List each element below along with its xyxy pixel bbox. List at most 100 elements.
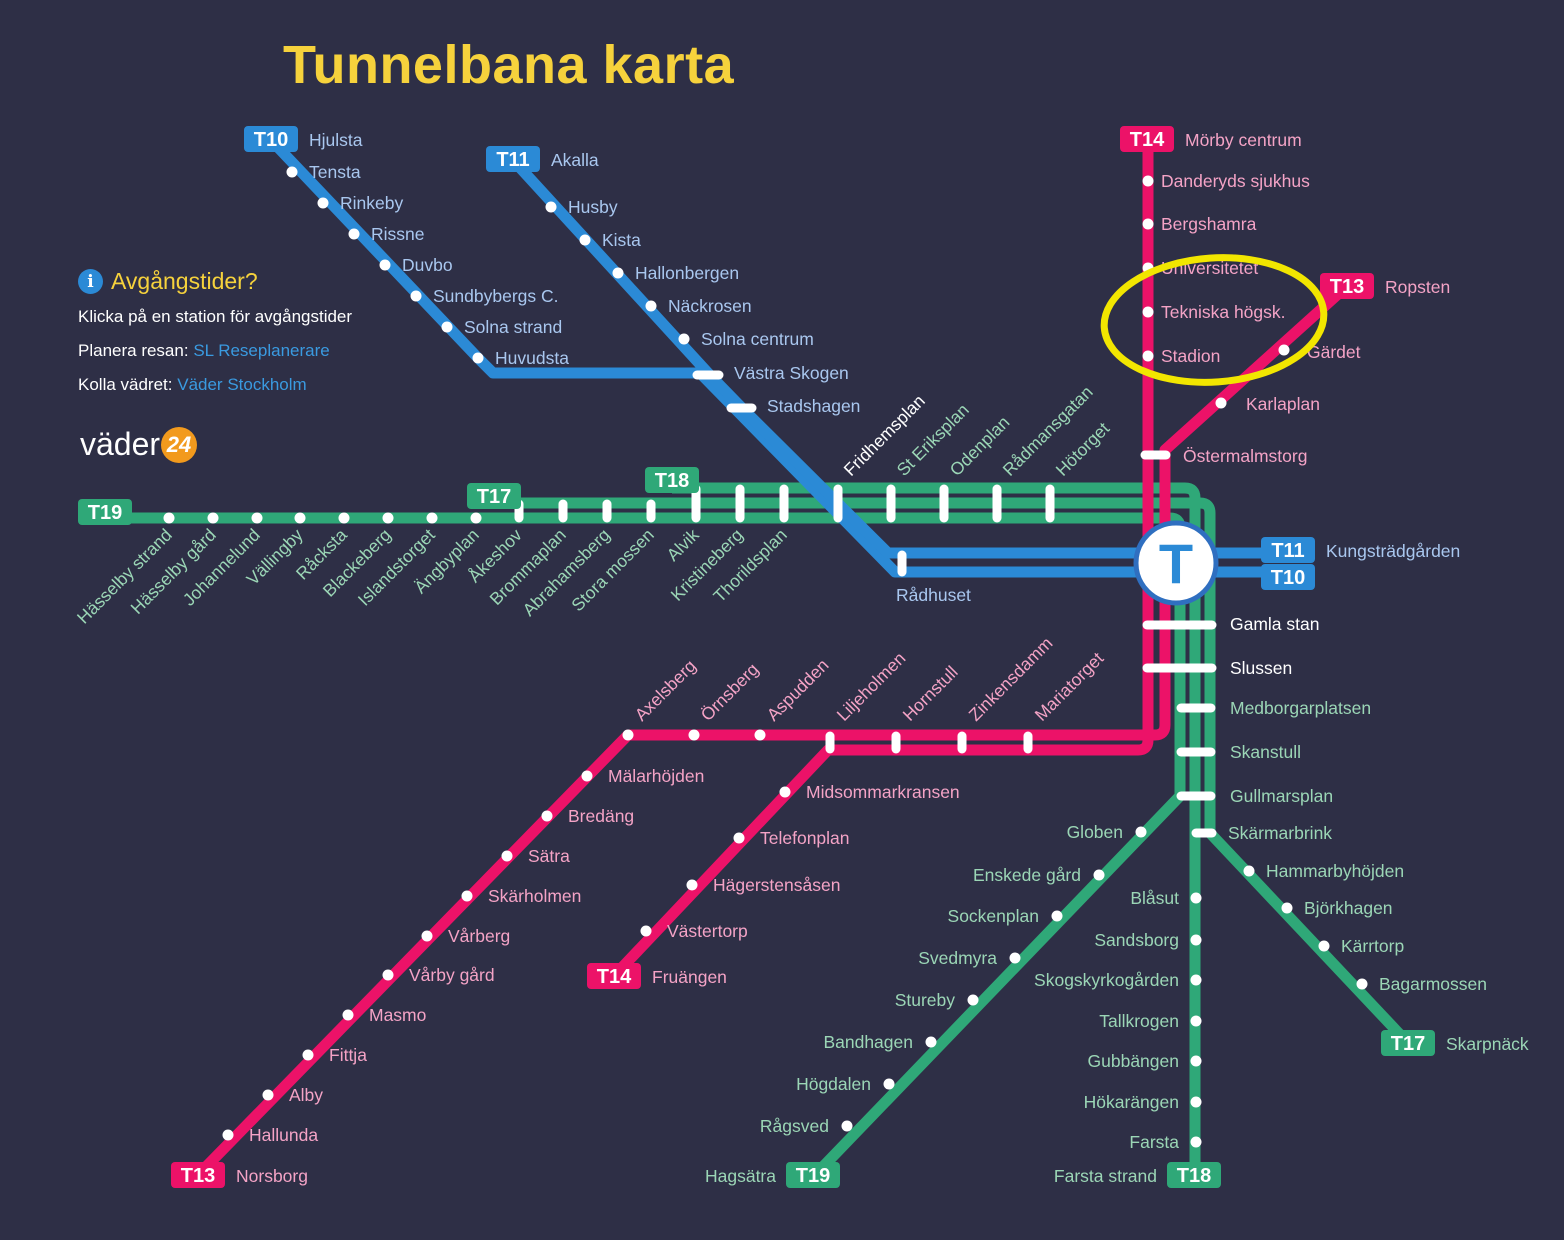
t17s-1-dot[interactable]: [1281, 902, 1293, 914]
vader-stockholm-link[interactable]: Väder Stockholm: [177, 375, 307, 394]
t-centralen-circle[interactable]: [1133, 520, 1219, 606]
station-skanstull[interactable]: Skanstull: [1230, 742, 1301, 762]
terminal-hjulsta[interactable]: Hjulsta: [309, 130, 363, 150]
badge-t11-north[interactable]: T11: [486, 146, 540, 172]
station-gubbangen[interactable]: Gubbängen: [1088, 1051, 1179, 1071]
rn-1-dot[interactable]: [1142, 218, 1154, 230]
station-ragsved[interactable]: Rågsved: [760, 1116, 829, 1136]
station-enskede-gard[interactable]: Enskede gård: [973, 865, 1081, 885]
t10-4-dot[interactable]: [410, 290, 422, 302]
gw-7-dot[interactable]: [470, 512, 482, 524]
t10-3-dot[interactable]: [379, 259, 391, 271]
central-station[interactable]: T: [1133, 520, 1219, 606]
t19s-5-dot[interactable]: [925, 1036, 937, 1048]
station-bergshamra[interactable]: Bergshamra: [1161, 214, 1257, 234]
station-varby-gard[interactable]: Vårby gård: [409, 965, 495, 985]
station-rinkeby[interactable]: Rinkeby: [340, 193, 403, 213]
terminal-farsta-strand[interactable]: Farsta strand: [1054, 1166, 1157, 1186]
t14sw-3-dot[interactable]: [640, 925, 652, 937]
t11-2-dot[interactable]: [612, 267, 624, 279]
station-ostermalmstorg[interactable]: Östermalmstorg: [1183, 446, 1307, 466]
station-solna-centrum[interactable]: Solna centrum: [701, 329, 814, 349]
terminal-fruangen[interactable]: Fruängen: [652, 967, 727, 987]
station-ornsberg[interactable]: Örnsberg: [697, 659, 763, 725]
station-solna-strand[interactable]: Solna strand: [464, 317, 562, 337]
station-stadion[interactable]: Stadion: [1161, 346, 1220, 366]
gardet-dot[interactable]: [1278, 344, 1290, 356]
rn-4-dot[interactable]: [1142, 350, 1154, 362]
t19s-6-dot[interactable]: [883, 1078, 895, 1090]
gw-0-dot[interactable]: [163, 512, 175, 524]
station-duvbo[interactable]: Duvbo: [402, 255, 453, 275]
station-aspudden[interactable]: Aspudden: [763, 655, 833, 725]
station-gullmarsplan[interactable]: Gullmarsplan: [1230, 786, 1333, 806]
station-slussen[interactable]: Slussen: [1230, 658, 1292, 678]
t18s-5-dot[interactable]: [1190, 1096, 1202, 1108]
station-tensta[interactable]: Tensta: [309, 162, 361, 182]
station-hokarangen[interactable]: Hökarängen: [1084, 1092, 1179, 1112]
t13sw-4-dot[interactable]: [421, 930, 433, 942]
station-telefonplan[interactable]: Telefonplan: [760, 828, 850, 848]
t11-3-dot[interactable]: [645, 300, 657, 312]
t10-1-dot[interactable]: [317, 197, 329, 209]
station-hogdalen[interactable]: Högdalen: [796, 1074, 871, 1094]
rw-2-dot[interactable]: [754, 729, 766, 741]
station-skarholmen[interactable]: Skärholmen: [488, 886, 581, 906]
vader24-logo[interactable]: väder 24: [80, 426, 198, 463]
station-bandhagen[interactable]: Bandhagen: [823, 1032, 913, 1052]
t19s-1-dot[interactable]: [1093, 869, 1105, 881]
badge-t18-west[interactable]: T18: [645, 467, 699, 493]
station-hagerstensasen[interactable]: Hägerstensåsen: [713, 875, 840, 895]
t10-5-dot[interactable]: [441, 321, 453, 333]
rn-3-dot[interactable]: [1142, 306, 1154, 318]
t17s-3-dot[interactable]: [1356, 978, 1368, 990]
station-huvudsta[interactable]: Huvudsta: [495, 348, 569, 368]
terminal-morby-centrum[interactable]: Mörby centrum: [1185, 130, 1302, 150]
t18s-4-dot[interactable]: [1190, 1055, 1202, 1067]
station-svedmyra[interactable]: Svedmyra: [918, 948, 997, 968]
badge-t13-north[interactable]: T13: [1320, 273, 1374, 299]
t13sw-5-dot[interactable]: [382, 969, 394, 981]
station-karlaplan[interactable]: Karlaplan: [1246, 394, 1320, 414]
gw-4-dot[interactable]: [338, 512, 350, 524]
badge-t10-north[interactable]: T10: [244, 126, 298, 152]
terminal-skarpnack[interactable]: Skarpnäck: [1446, 1034, 1529, 1054]
station-varberg[interactable]: Vårberg: [448, 926, 510, 946]
station-stadshagen[interactable]: Stadshagen: [767, 396, 860, 416]
station-radhuset[interactable]: Rådhuset: [896, 585, 971, 605]
t10-0-dot[interactable]: [286, 166, 298, 178]
station-vastra-skogen[interactable]: Västra Skogen: [734, 363, 849, 383]
station-midsommarkransen[interactable]: Midsommarkransen: [806, 782, 960, 802]
t13sw-9-dot[interactable]: [222, 1129, 234, 1141]
station-hallunda[interactable]: Hallunda: [249, 1125, 318, 1145]
station-liljeholmen[interactable]: Liljeholmen: [833, 648, 910, 725]
t19s-2-dot[interactable]: [1051, 910, 1063, 922]
t10-6-dot[interactable]: [472, 352, 484, 364]
station-nackrosen[interactable]: Näckrosen: [668, 296, 752, 316]
t18s-0-dot[interactable]: [1190, 892, 1202, 904]
terminal-norsborg[interactable]: Norsborg: [236, 1166, 308, 1186]
station-sockenplan[interactable]: Sockenplan: [948, 906, 1039, 926]
terminal-ropsten[interactable]: Ropsten: [1385, 277, 1450, 297]
station-fittja[interactable]: Fittja: [329, 1045, 367, 1065]
t19s-3-dot[interactable]: [1009, 952, 1021, 964]
t14sw-1-dot[interactable]: [733, 832, 745, 844]
station-sundbybergs-c[interactable]: Sundbybergs C.: [433, 286, 559, 306]
t13sw-2-dot[interactable]: [501, 850, 513, 862]
gw-2-dot[interactable]: [251, 512, 263, 524]
badge-t14-south[interactable]: T14: [587, 963, 641, 989]
station-gardet[interactable]: Gärdet: [1307, 342, 1361, 362]
t18s-3-dot[interactable]: [1190, 1015, 1202, 1027]
t19s-0-dot[interactable]: [1135, 826, 1147, 838]
station-blasut[interactable]: Blåsut: [1130, 888, 1179, 908]
gw-5-dot[interactable]: [382, 512, 394, 524]
t18s-6-dot[interactable]: [1190, 1136, 1202, 1148]
station-husby[interactable]: Husby: [568, 197, 618, 217]
t10-2-dot[interactable]: [348, 228, 360, 240]
sl-reseplanerare-link[interactable]: SL Reseplanerare: [193, 341, 330, 360]
t13sw-8-dot[interactable]: [262, 1089, 274, 1101]
t18s-2-dot[interactable]: [1190, 974, 1202, 986]
station-masmo[interactable]: Masmo: [369, 1005, 426, 1025]
station-tallkrogen[interactable]: Tallkrogen: [1099, 1011, 1179, 1031]
t11-0-dot[interactable]: [545, 201, 557, 213]
